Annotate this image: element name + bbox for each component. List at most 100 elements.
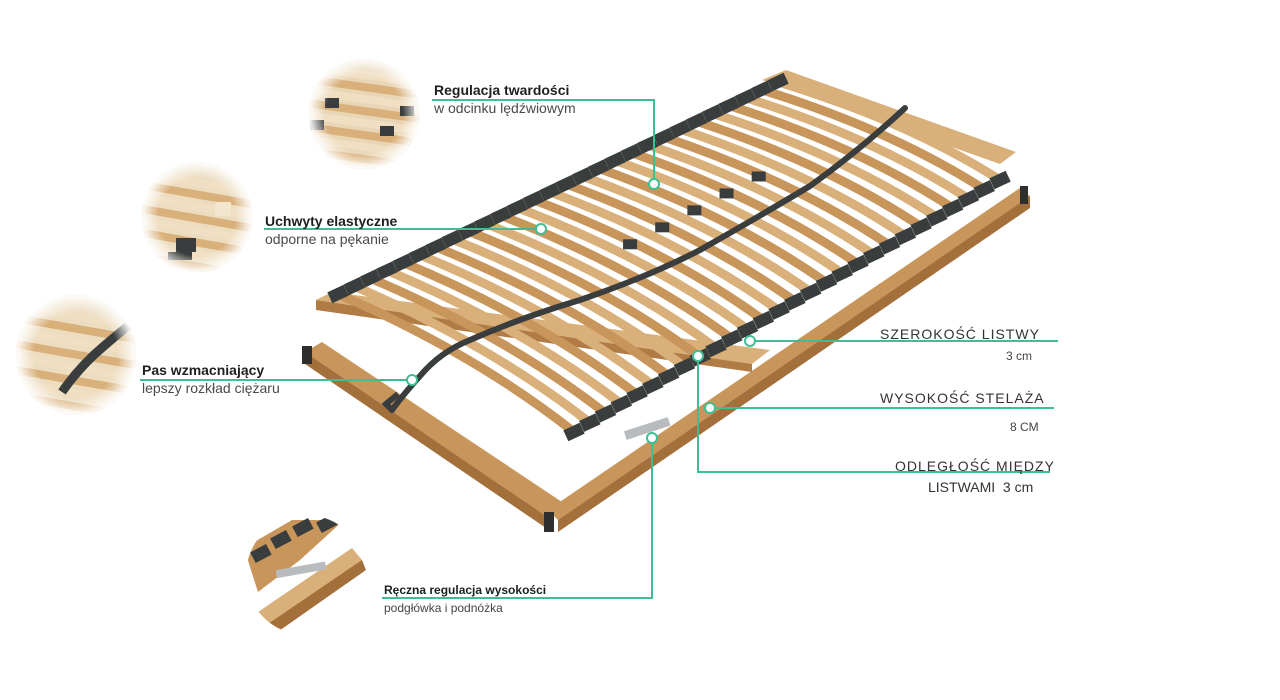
feature-strap-title: Pas wzmacniający <box>142 362 265 378</box>
detail-strap <box>9 295 148 449</box>
strap-end-hook <box>381 391 400 413</box>
slat-holder <box>718 96 740 115</box>
detail-firmness <box>299 59 439 197</box>
spec-frame-height-value: 8 CM <box>1010 420 1039 434</box>
slat-holder <box>657 366 680 386</box>
slat <box>368 274 609 417</box>
slat-holder <box>579 413 601 432</box>
slat-holder <box>863 245 885 264</box>
slat-holder <box>473 214 496 233</box>
slat-holder <box>610 394 633 414</box>
detail-slat <box>137 276 276 308</box>
slat-holder <box>555 174 577 194</box>
feature-firmness: Regulacja twardości w odcinku lędźwiowym <box>434 82 576 116</box>
slat <box>564 179 798 305</box>
rail-left <box>305 342 562 516</box>
slat-holder <box>457 221 480 241</box>
slat-holder <box>594 404 617 423</box>
firmness-slider <box>751 171 766 182</box>
spec-slat-width-label: SZEROKOŚĆ LISTWY <box>880 326 1040 342</box>
marker-manual <box>646 432 658 444</box>
marker-slat-width <box>744 335 756 347</box>
slat-holder <box>799 282 822 302</box>
feature-manual: Ręczna regulacja wysokości podgłówka i p… <box>384 583 546 615</box>
leader-markers <box>406 178 756 444</box>
slat-holder <box>490 206 512 225</box>
frame-foot-right <box>544 512 554 532</box>
spec-slat-gap-value: LISTWAMI 3 cm <box>928 479 1034 495</box>
slat-holder <box>768 301 790 320</box>
firmness-slider <box>687 205 702 216</box>
slat-holder <box>926 208 948 227</box>
slat-holder <box>751 80 773 100</box>
slat-holder <box>506 198 528 217</box>
reinforcing-strap <box>389 105 908 413</box>
spec-slat-gap-label: ODLEGŁOŚĆ MIĘDZY <box>895 458 1055 474</box>
slat-holder <box>847 254 869 274</box>
slat-holder <box>705 338 727 358</box>
detail-manual-adjust <box>246 515 366 635</box>
feature-strap-subtitle: lepszy rozkład ciężaru <box>142 380 280 396</box>
firmness-slider <box>719 188 734 199</box>
frame-foot-back <box>1020 186 1028 204</box>
feature-strap: Pas wzmacniający lepszy rozkład ciężaru <box>142 362 280 396</box>
slat-holder <box>522 190 545 210</box>
leader-manual <box>382 438 653 599</box>
feature-manual-title: Ręczna regulacja wysokości <box>384 583 547 597</box>
feature-holders-title: Uchwyty elastyczne <box>265 213 398 229</box>
slat-holder <box>941 198 964 218</box>
slat-holder <box>620 143 643 162</box>
slat-holder <box>626 385 648 404</box>
feature-holders: Uchwyty elastyczne odporne na pękanie <box>265 213 397 247</box>
slat-holder <box>752 310 775 330</box>
slat-holder <box>425 237 447 257</box>
marker-firmness <box>648 178 660 190</box>
slat-holder <box>973 180 995 199</box>
rail-right <box>548 188 1030 520</box>
slat <box>760 85 987 194</box>
feature-firmness-title: Regulacja twardości <box>434 82 570 98</box>
slat-holder <box>878 236 901 255</box>
slat-holder <box>894 226 917 246</box>
slat-holder <box>989 170 1011 190</box>
slat-holder <box>669 119 691 139</box>
slat <box>597 164 830 287</box>
detail-slat <box>9 417 148 449</box>
slat-holder <box>539 182 561 202</box>
detail-slat <box>299 170 439 197</box>
slat <box>417 250 656 389</box>
leader-firmness <box>432 99 655 184</box>
marker-slat-gap <box>692 350 704 362</box>
marker-strap <box>406 374 418 386</box>
slat <box>466 227 703 361</box>
leader-lines <box>140 99 1058 599</box>
slat-holder <box>685 112 708 131</box>
slat <box>336 289 577 436</box>
slat-holder <box>784 292 806 311</box>
slat <box>531 195 766 324</box>
slat <box>548 187 782 315</box>
slat <box>727 101 956 212</box>
slat <box>711 109 940 222</box>
slat-holder <box>736 320 759 339</box>
firmness-slider <box>623 239 638 250</box>
slat-holder <box>408 245 431 264</box>
slat-holder <box>767 72 789 92</box>
slat-holder <box>653 127 675 147</box>
slat-holder <box>721 329 743 348</box>
slat-holder <box>831 264 853 283</box>
slat-holder <box>392 253 414 272</box>
spec-frame-height-label: WYSOKOŚĆ STELAŻA <box>880 390 1045 406</box>
slat-holder <box>815 273 838 292</box>
firmness-slider <box>655 222 670 233</box>
feature-firmness-subtitle: w odcinku lędźwiowym <box>434 100 576 116</box>
frame-foot-left <box>302 346 312 364</box>
leader-slat-gap <box>697 356 1050 473</box>
slat <box>580 171 814 296</box>
height-adjuster-bracket <box>623 417 671 440</box>
spec-slat-width-value: 3 cm <box>1006 349 1033 363</box>
slat-holder <box>343 276 365 296</box>
slat-holder <box>642 376 664 395</box>
